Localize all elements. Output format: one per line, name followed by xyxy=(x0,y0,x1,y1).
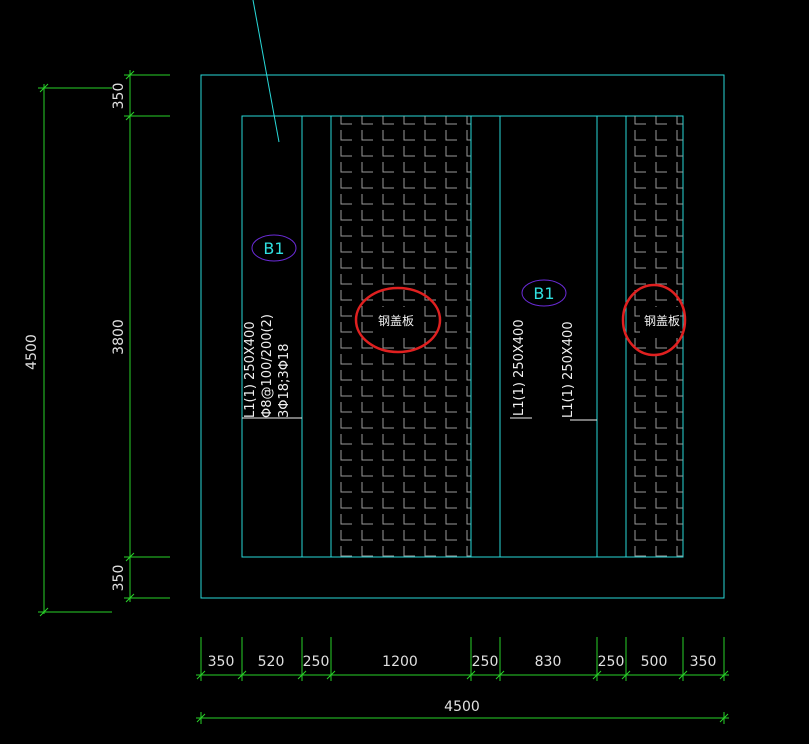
highlight-circle-2 xyxy=(621,283,687,357)
steel-plate-label-1: 钢盖板 xyxy=(378,314,414,328)
left-beam-annotation[interactable]: L1(1) 250X400 Φ8@100/200(2) 3Φ18;3Φ18 xyxy=(243,314,292,418)
middle-beam-annotation[interactable]: L1(1) 250X400 xyxy=(512,319,527,416)
svg-text:350: 350 xyxy=(111,83,127,110)
slab-tag-1[interactable]: B1 xyxy=(251,234,297,262)
steel-plate-callout-2[interactable]: 钢盖板 xyxy=(621,283,687,357)
bottom-dim-seg-6: 830 xyxy=(535,654,562,670)
hatch-zone-right xyxy=(626,116,683,557)
bottom-dim-seg-1: 350 xyxy=(208,654,235,670)
left-beam-label-line-2: Φ8@100/200(2) xyxy=(260,314,275,418)
bottom-dim-seg-2: 520 xyxy=(258,654,285,670)
left-dimension-chain xyxy=(124,70,170,603)
steel-plate-callout-1[interactable]: 钢盖板 xyxy=(354,286,442,354)
slab-tag-2-label: B1 xyxy=(533,284,554,303)
bottom-dim-seg-8: 500 xyxy=(641,654,668,670)
left-dim-seg-2: 3800 xyxy=(111,319,127,355)
bottom-dim-seg-9: 350 xyxy=(690,654,717,670)
left-overall-label: 4500 xyxy=(24,334,40,370)
middle-beam-label: L1(1) 250X400 xyxy=(512,319,527,416)
slab-tag-2[interactable]: B1 xyxy=(521,279,567,307)
left-beam-label-line-3: 3Φ18;3Φ18 xyxy=(277,344,292,418)
left-dim-seg-3: 350 xyxy=(111,565,127,592)
bottom-dimension-overall xyxy=(196,712,729,724)
bottom-overall-value: 4500 xyxy=(444,699,480,715)
left-overall-value: 4500 xyxy=(24,334,40,370)
bottom-dim-seg-3: 250 xyxy=(303,654,330,670)
left-dim-seg-1: 350 xyxy=(111,83,127,110)
right-beam-label: L1(1) 250X400 xyxy=(561,321,576,418)
bottom-dim-seg-7: 250 xyxy=(598,654,625,670)
svg-text:350: 350 xyxy=(111,565,127,592)
bottom-dim-seg-4: 1200 xyxy=(382,654,418,670)
outer-boundary xyxy=(200,74,725,599)
slab-tag-1-label: B1 xyxy=(263,239,284,258)
left-beam-label-line-1: L1(1) 250X400 xyxy=(243,321,258,418)
highlight-circle-1 xyxy=(354,286,442,354)
hatch-zone-left xyxy=(331,116,471,557)
bottom-dimension-chain xyxy=(196,637,729,681)
left-dimension-overall xyxy=(38,83,112,617)
steel-plate-label-2: 钢盖板 xyxy=(644,314,680,328)
bottom-dim-seg-5: 250 xyxy=(472,654,499,670)
right-beam-annotation[interactable]: L1(1) 250X400 xyxy=(561,321,576,418)
svg-text:3800: 3800 xyxy=(111,319,127,355)
leader-line xyxy=(252,0,280,143)
